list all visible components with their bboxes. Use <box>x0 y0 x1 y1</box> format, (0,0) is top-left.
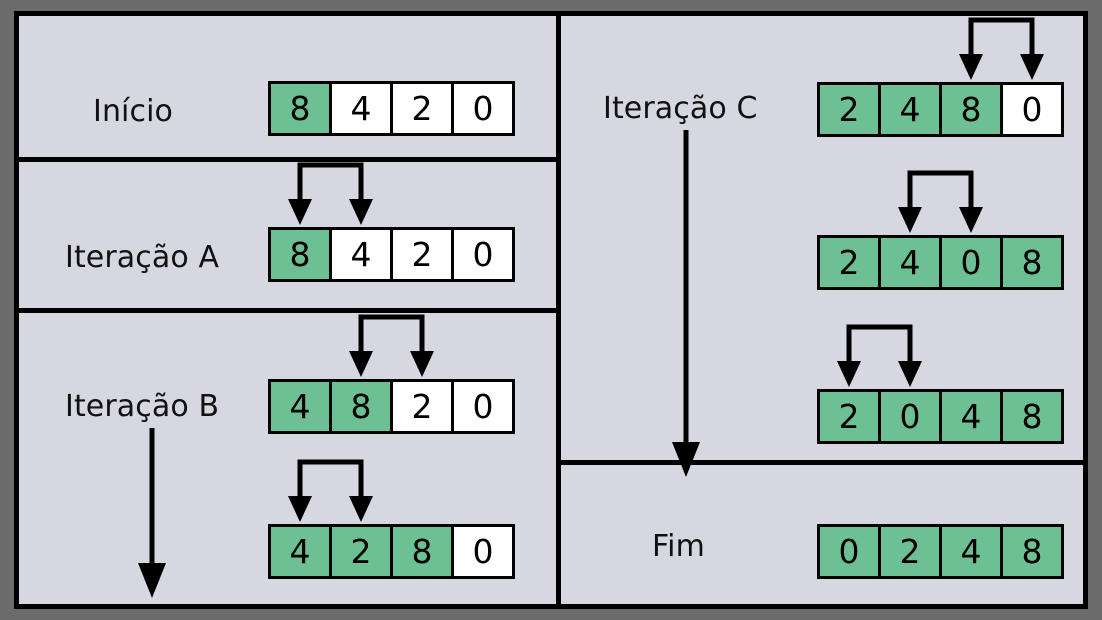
array-cell: 2 <box>817 389 881 444</box>
array-cell: 0 <box>939 235 1003 290</box>
array-cell: 8 <box>1000 524 1064 579</box>
array-cell: 2 <box>390 81 454 136</box>
array-cell: 0 <box>451 227 515 282</box>
array-cell: 4 <box>329 81 393 136</box>
swap-arrow-icon <box>951 16 1052 82</box>
swap-arrow-icon <box>829 323 930 389</box>
divider-inicio-iteracao-a <box>19 157 556 162</box>
array-cell: 2 <box>817 82 881 137</box>
array-cell: 8 <box>939 82 1003 137</box>
array-cell: 8 <box>268 227 332 282</box>
section-label-inicio: Início <box>93 94 173 129</box>
array-cell: 4 <box>939 524 1003 579</box>
flow-arrow-iteracao-c <box>661 130 711 480</box>
array-cell: 0 <box>1000 82 1064 137</box>
array-cell: 8 <box>1000 389 1064 444</box>
swap-arrow-icon <box>341 313 442 379</box>
array-cell: 2 <box>878 524 942 579</box>
array-cell: 4 <box>268 524 332 579</box>
array-cell: 0 <box>817 524 881 579</box>
swap-arrow-icon <box>890 169 991 235</box>
array-cell: 8 <box>390 524 454 579</box>
array-cell: 2 <box>390 379 454 434</box>
array-cell: 8 <box>1000 235 1064 290</box>
section-label-iteracao-c: Iteração C <box>603 91 758 126</box>
array-cell: 2 <box>817 235 881 290</box>
divider-iteracao-c-fim <box>561 460 1083 465</box>
flow-arrow-iteracao-b <box>127 428 177 600</box>
divider-iteracao-a-iteracao-b <box>19 308 556 313</box>
array-cell: 0 <box>451 81 515 136</box>
array-cell: 0 <box>878 389 942 444</box>
swap-arrow-icon <box>280 161 381 227</box>
array-cell: 4 <box>939 389 1003 444</box>
array-cell: 2 <box>329 524 393 579</box>
section-label-iteracao-b: Iteração B <box>65 389 220 424</box>
array-cell: 8 <box>268 81 332 136</box>
array-cell: 8 <box>329 379 393 434</box>
array-cell: 4 <box>268 379 332 434</box>
array-cell: 4 <box>878 82 942 137</box>
array-cell: 0 <box>451 524 515 579</box>
array-cell: 4 <box>878 235 942 290</box>
array-cell: 0 <box>451 379 515 434</box>
swap-arrow-icon <box>280 458 381 524</box>
array-cell: 4 <box>329 227 393 282</box>
section-label-fim: Fim <box>652 529 705 564</box>
section-label-iteracao-a: Iteração A <box>65 240 220 275</box>
array-cell: 2 <box>390 227 454 282</box>
